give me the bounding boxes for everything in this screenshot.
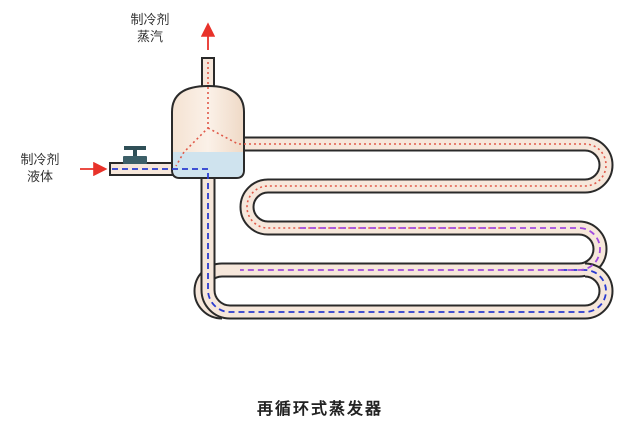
- separator-tank: [171, 84, 245, 179]
- diagram-caption: 再循环式蒸发器: [256, 399, 383, 418]
- vapor-outlet-label: 制冷剂 蒸汽: [120, 12, 180, 46]
- valve-icon: [123, 146, 147, 164]
- liquid-inlet-label: 制冷剂 液体: [10, 152, 70, 186]
- vapor-outlet-label-line-1: 制冷剂: [130, 13, 170, 28]
- vapor-outlet-label-line-2: 蒸汽: [136, 30, 163, 45]
- liquid-inlet-label-line-2: 液体: [26, 170, 53, 185]
- vapor-flow-lines: [175, 62, 607, 229]
- liquid-flow-lines: [112, 168, 607, 313]
- liquid-level: [173, 152, 243, 177]
- liquid-inlet-label-line-1: 制冷剂: [20, 153, 60, 168]
